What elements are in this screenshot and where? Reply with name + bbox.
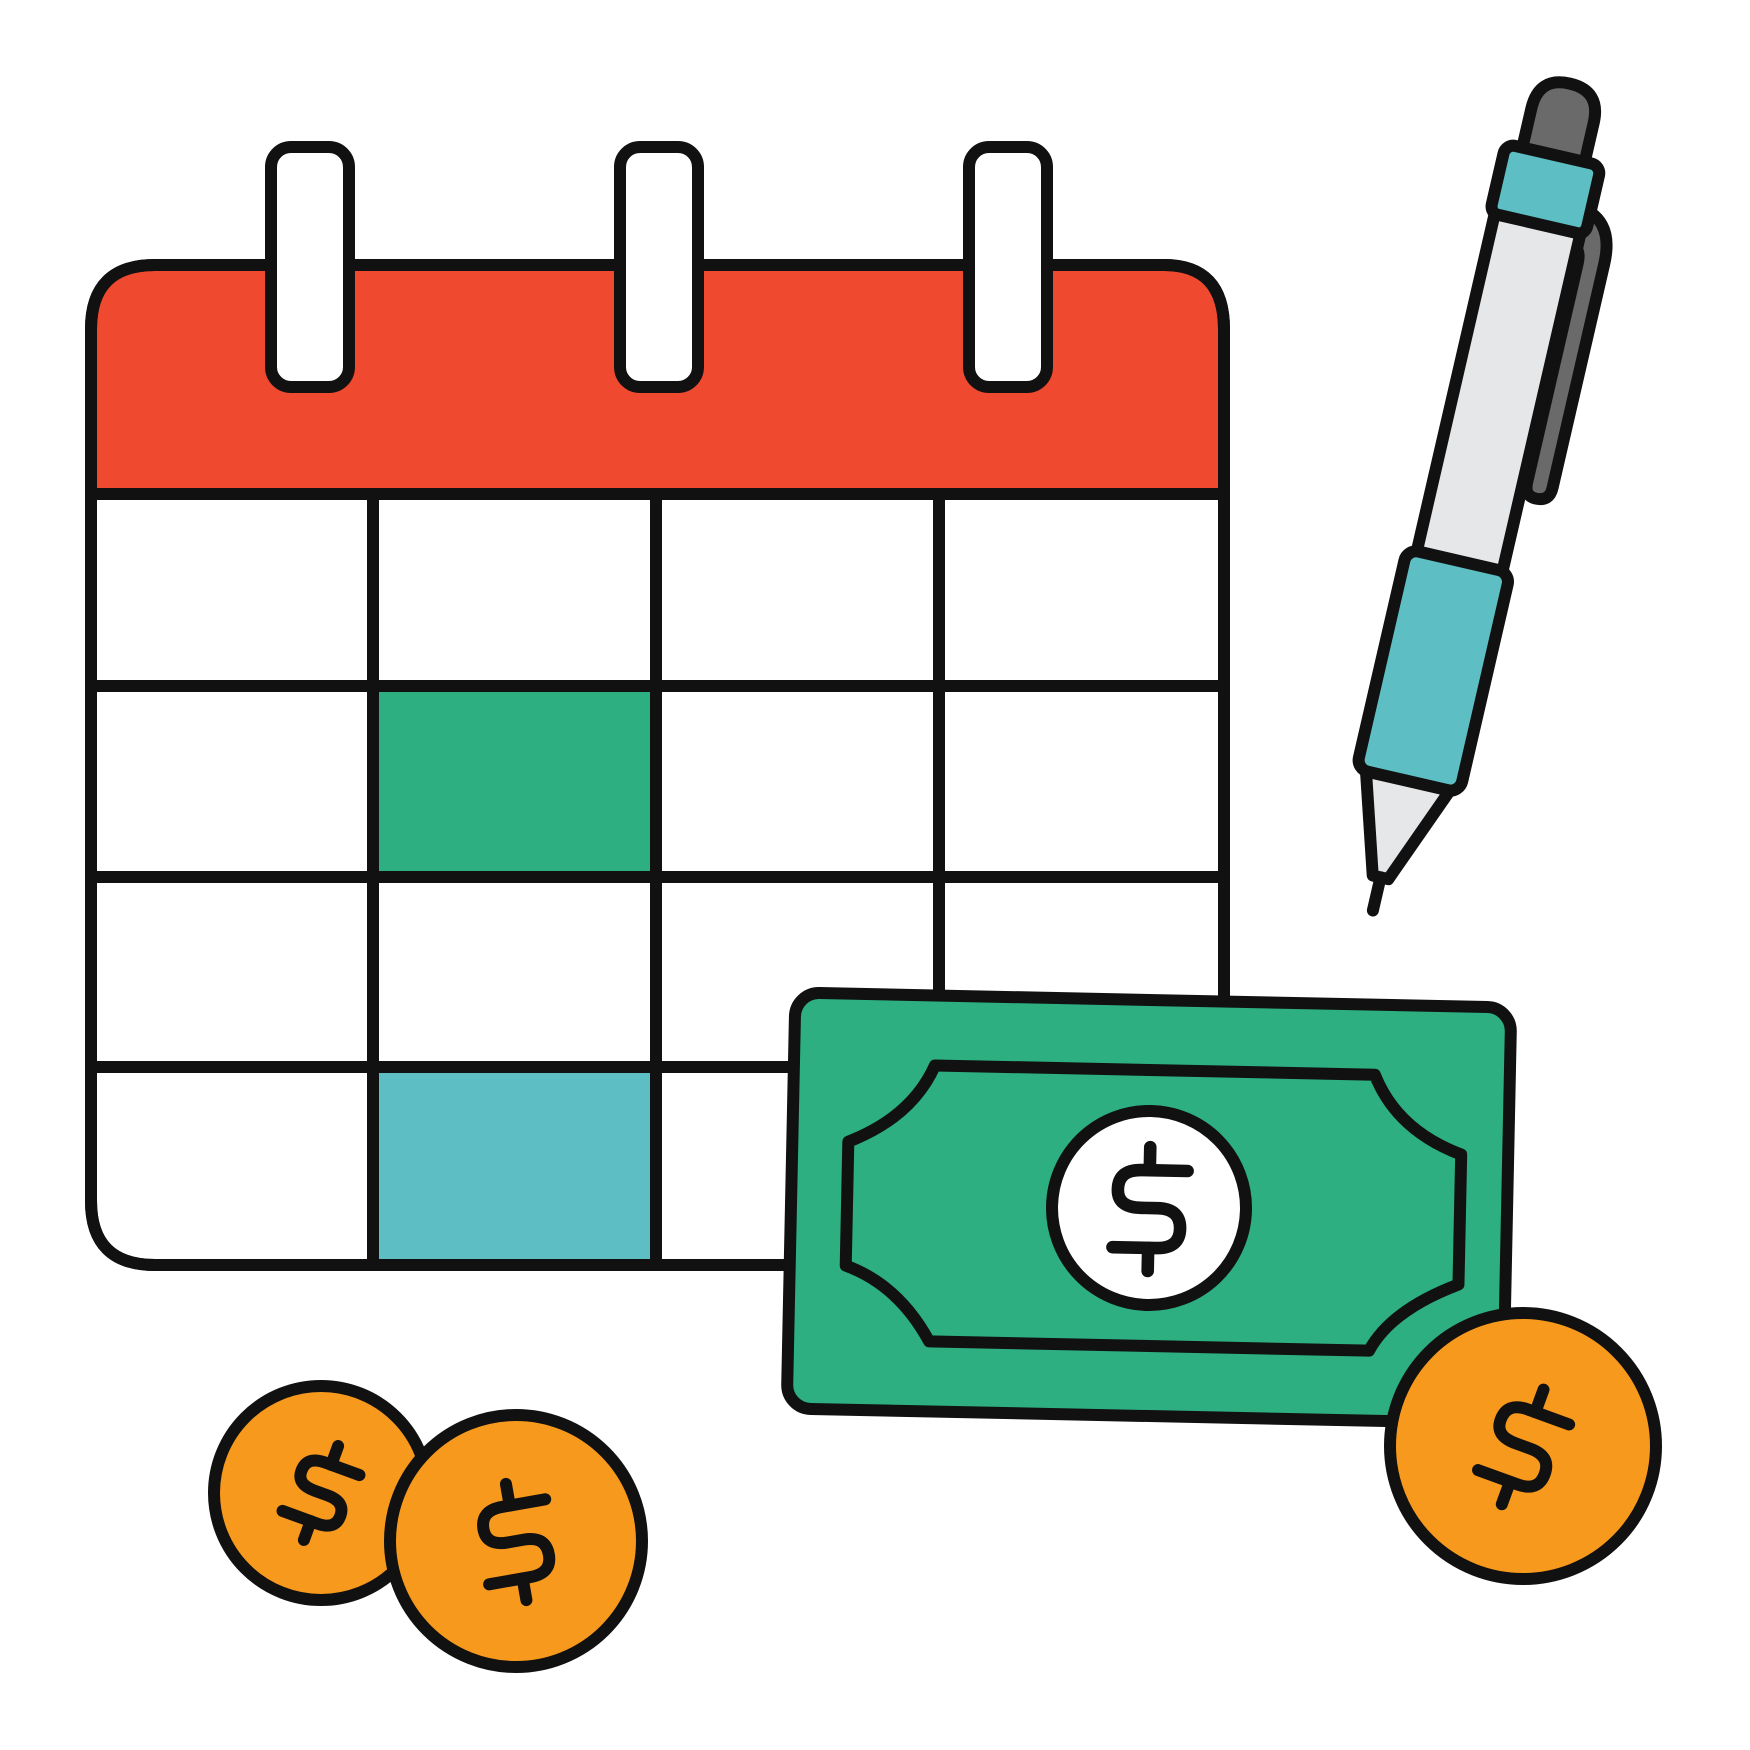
pen-nib (1366, 871, 1387, 917)
calendar-outline (85, 259, 1230, 1271)
calendar-ring-2 (614, 141, 704, 393)
calendar-cell-highlight-green (373, 688, 656, 877)
calendar-icon (85, 141, 1230, 1271)
coin-dollar-sign-icon (477, 1477, 556, 1607)
calendar-ring-1 (265, 141, 355, 393)
bill-dollar-sign-icon (1106, 1140, 1194, 1278)
coin-dollar-sign-icon (1472, 1383, 1576, 1511)
dollar-bill-icon (781, 987, 1517, 1429)
pen-tip (1359, 765, 1456, 886)
pen-grip (1352, 545, 1514, 797)
calendar-ring-3 (963, 141, 1053, 393)
coin-dollar-sign-icon (276, 1440, 366, 1546)
pen-icon (1352, 76, 1613, 917)
dollar-coin-icon-right (1384, 1307, 1662, 1585)
calendar-cell-highlight-teal (373, 1067, 656, 1264)
dollar-coin-icon-middle (384, 1409, 648, 1673)
